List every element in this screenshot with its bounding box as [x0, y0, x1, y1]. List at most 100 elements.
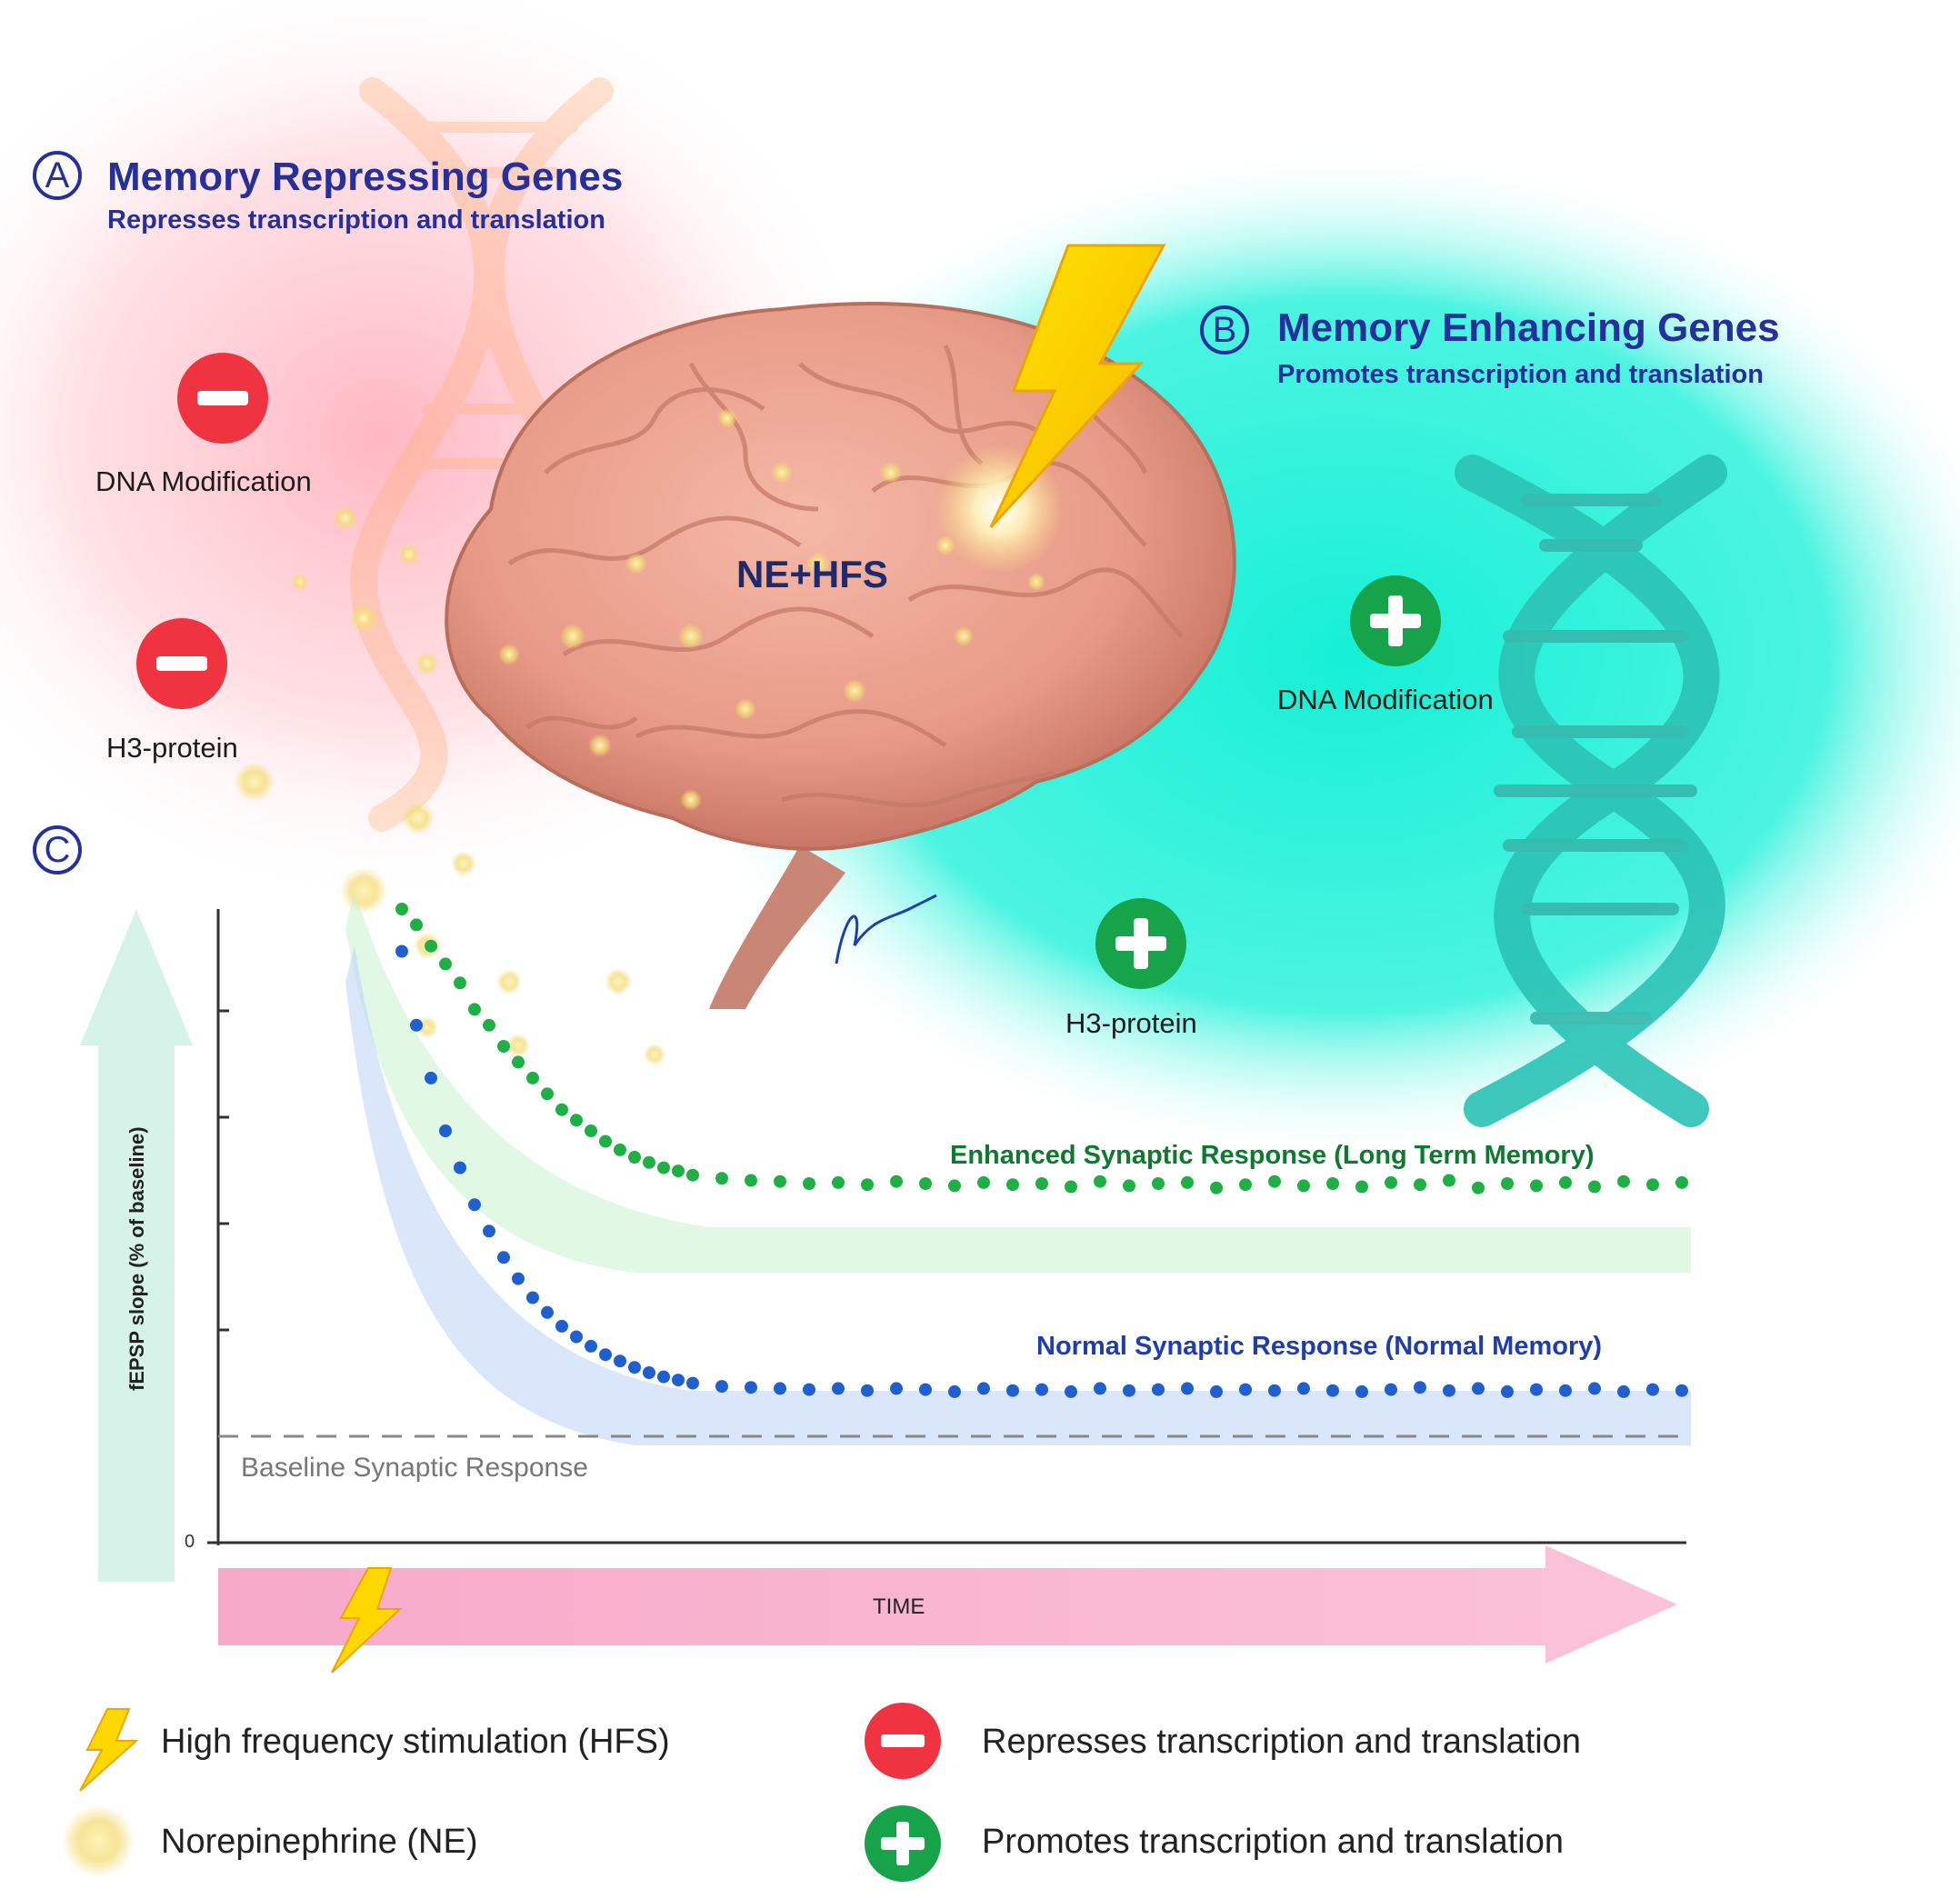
artist-signature — [835, 894, 937, 964]
hfs-time-marker-icon — [331, 1567, 403, 1674]
normal-data-point — [1414, 1381, 1426, 1394]
enhanced-data-point — [395, 903, 408, 915]
normal-data-point — [1326, 1384, 1339, 1397]
normal-series-label: Normal Synaptic Response (Normal Memory) — [1036, 1332, 1603, 1361]
panel-a-letter: A — [33, 151, 82, 200]
x-axis-label: TIME — [873, 1594, 925, 1619]
normal-data-point — [1181, 1382, 1194, 1395]
enhanced-data-point — [614, 1143, 626, 1156]
enhanced-data-point — [1326, 1177, 1339, 1190]
normal-data-point — [468, 1198, 481, 1212]
normal-data-point — [1239, 1383, 1252, 1396]
enhanced-data-point — [1355, 1180, 1368, 1194]
enhanced-data-point — [745, 1174, 757, 1187]
enhanced-data-point — [1297, 1179, 1310, 1193]
enhanced-data-point — [1617, 1174, 1630, 1188]
normal-data-point — [1501, 1384, 1514, 1398]
normal-data-point — [1530, 1383, 1543, 1396]
normal-data-point — [890, 1382, 903, 1395]
normal-data-point — [1210, 1384, 1223, 1398]
legend-lightning-bolt-icon — [79, 1708, 139, 1792]
legend-minus-circle-icon — [865, 1703, 941, 1779]
normal-data-point — [570, 1330, 583, 1344]
normal-data-point — [803, 1383, 815, 1396]
enhanced-data-point — [425, 939, 437, 953]
normal-data-point — [395, 945, 408, 958]
enhanced-data-point — [1152, 1177, 1165, 1190]
panel-b-subtitle: Promotes transcription and translation — [1277, 360, 1764, 389]
normal-data-point — [1355, 1384, 1368, 1398]
enhanced-data-point — [803, 1177, 815, 1190]
enhanced-response-glow — [345, 891, 1691, 1273]
enhanced-data-point — [410, 918, 423, 932]
enhanced-data-point — [541, 1087, 554, 1101]
enhanced-data-point — [832, 1175, 845, 1189]
enhanced-data-point — [1675, 1175, 1688, 1189]
normal-data-point — [1152, 1383, 1165, 1396]
enhanced-data-point — [919, 1177, 932, 1190]
legend-norepinephrine-glow-icon — [62, 1804, 135, 1877]
enhanced-data-point — [439, 957, 452, 971]
enhanced-data-point — [1210, 1181, 1223, 1194]
normal-data-point — [948, 1384, 961, 1398]
baseline-label: Baseline Synaptic Response — [241, 1453, 588, 1483]
panel-a-title: Memory Repressing Genes — [107, 155, 624, 199]
enhanced-data-point — [497, 1040, 510, 1053]
enhanced-data-point — [1035, 1177, 1048, 1190]
normal-data-point — [454, 1161, 466, 1174]
normal-data-point — [512, 1272, 525, 1285]
enhanced-series-label: Enhanced Synaptic Response (Long Term Me… — [950, 1141, 1595, 1170]
enhanced-data-point — [1123, 1179, 1135, 1193]
enhanced-data-point — [890, 1174, 903, 1188]
legend-hfs-label: High frequency stimulation (HFS) — [161, 1723, 670, 1761]
normal-data-point — [1472, 1382, 1485, 1395]
enhanced-data-point — [686, 1168, 699, 1182]
normal-data-point — [497, 1251, 510, 1264]
enhanced-data-point — [643, 1155, 655, 1169]
enhanced-data-point — [512, 1055, 525, 1069]
normal-data-point — [919, 1383, 932, 1396]
normal-data-point — [1559, 1384, 1572, 1397]
panel-c-letter: C — [33, 825, 82, 875]
enhanced-data-point — [715, 1172, 728, 1185]
normal-data-point — [1035, 1383, 1048, 1396]
normal-data-point — [1385, 1383, 1397, 1396]
normal-data-point — [672, 1374, 685, 1387]
enhanced-data-point — [1385, 1175, 1397, 1189]
enhanced-data-point — [1588, 1180, 1601, 1194]
enhanced-data-point — [1181, 1175, 1194, 1189]
enhanced-data-point — [1501, 1177, 1514, 1190]
normal-data-point — [614, 1354, 626, 1368]
normal-data-point — [1646, 1383, 1659, 1396]
normal-data-point — [410, 1018, 423, 1032]
enhanced-data-point — [570, 1114, 583, 1127]
enhanced-data-point — [1268, 1174, 1281, 1188]
legend-ne-label: Norepinephrine (NE) — [161, 1823, 478, 1861]
enhanced-data-point — [948, 1179, 961, 1193]
enhanced-data-point — [599, 1134, 612, 1148]
dna-helix-enhancing-icon — [1455, 455, 1727, 1127]
y-axis-label: fEPSP slope (% of baseline) — [125, 1126, 148, 1391]
enhanced-data-point — [1559, 1175, 1572, 1189]
normal-data-point — [832, 1382, 845, 1395]
normal-data-point — [1675, 1384, 1688, 1397]
normal-data-point — [1065, 1384, 1077, 1398]
normal-data-point — [425, 1071, 437, 1084]
repress-h3-protein-icon — [136, 618, 227, 709]
enhanced-data-point — [468, 1003, 481, 1016]
enhanced-data-point — [585, 1124, 597, 1137]
repress-h3-protein-label: H3-protein — [106, 732, 238, 764]
y-tick-zero: 0 — [185, 1532, 195, 1552]
normal-data-point — [628, 1361, 641, 1374]
enhanced-data-point — [672, 1164, 685, 1178]
normal-data-point — [861, 1384, 874, 1397]
legend-plus-circle-icon — [865, 1805, 941, 1882]
normal-data-point — [526, 1291, 539, 1304]
enhanced-data-point — [657, 1161, 670, 1174]
brain-label: NE+HFS — [736, 553, 888, 595]
repress-dna-modification-label: DNA Modification — [95, 465, 312, 497]
time-arrow — [218, 1545, 1677, 1664]
normal-data-point — [1123, 1384, 1135, 1397]
promote-h3-protein-label: H3-protein — [1065, 1007, 1197, 1039]
